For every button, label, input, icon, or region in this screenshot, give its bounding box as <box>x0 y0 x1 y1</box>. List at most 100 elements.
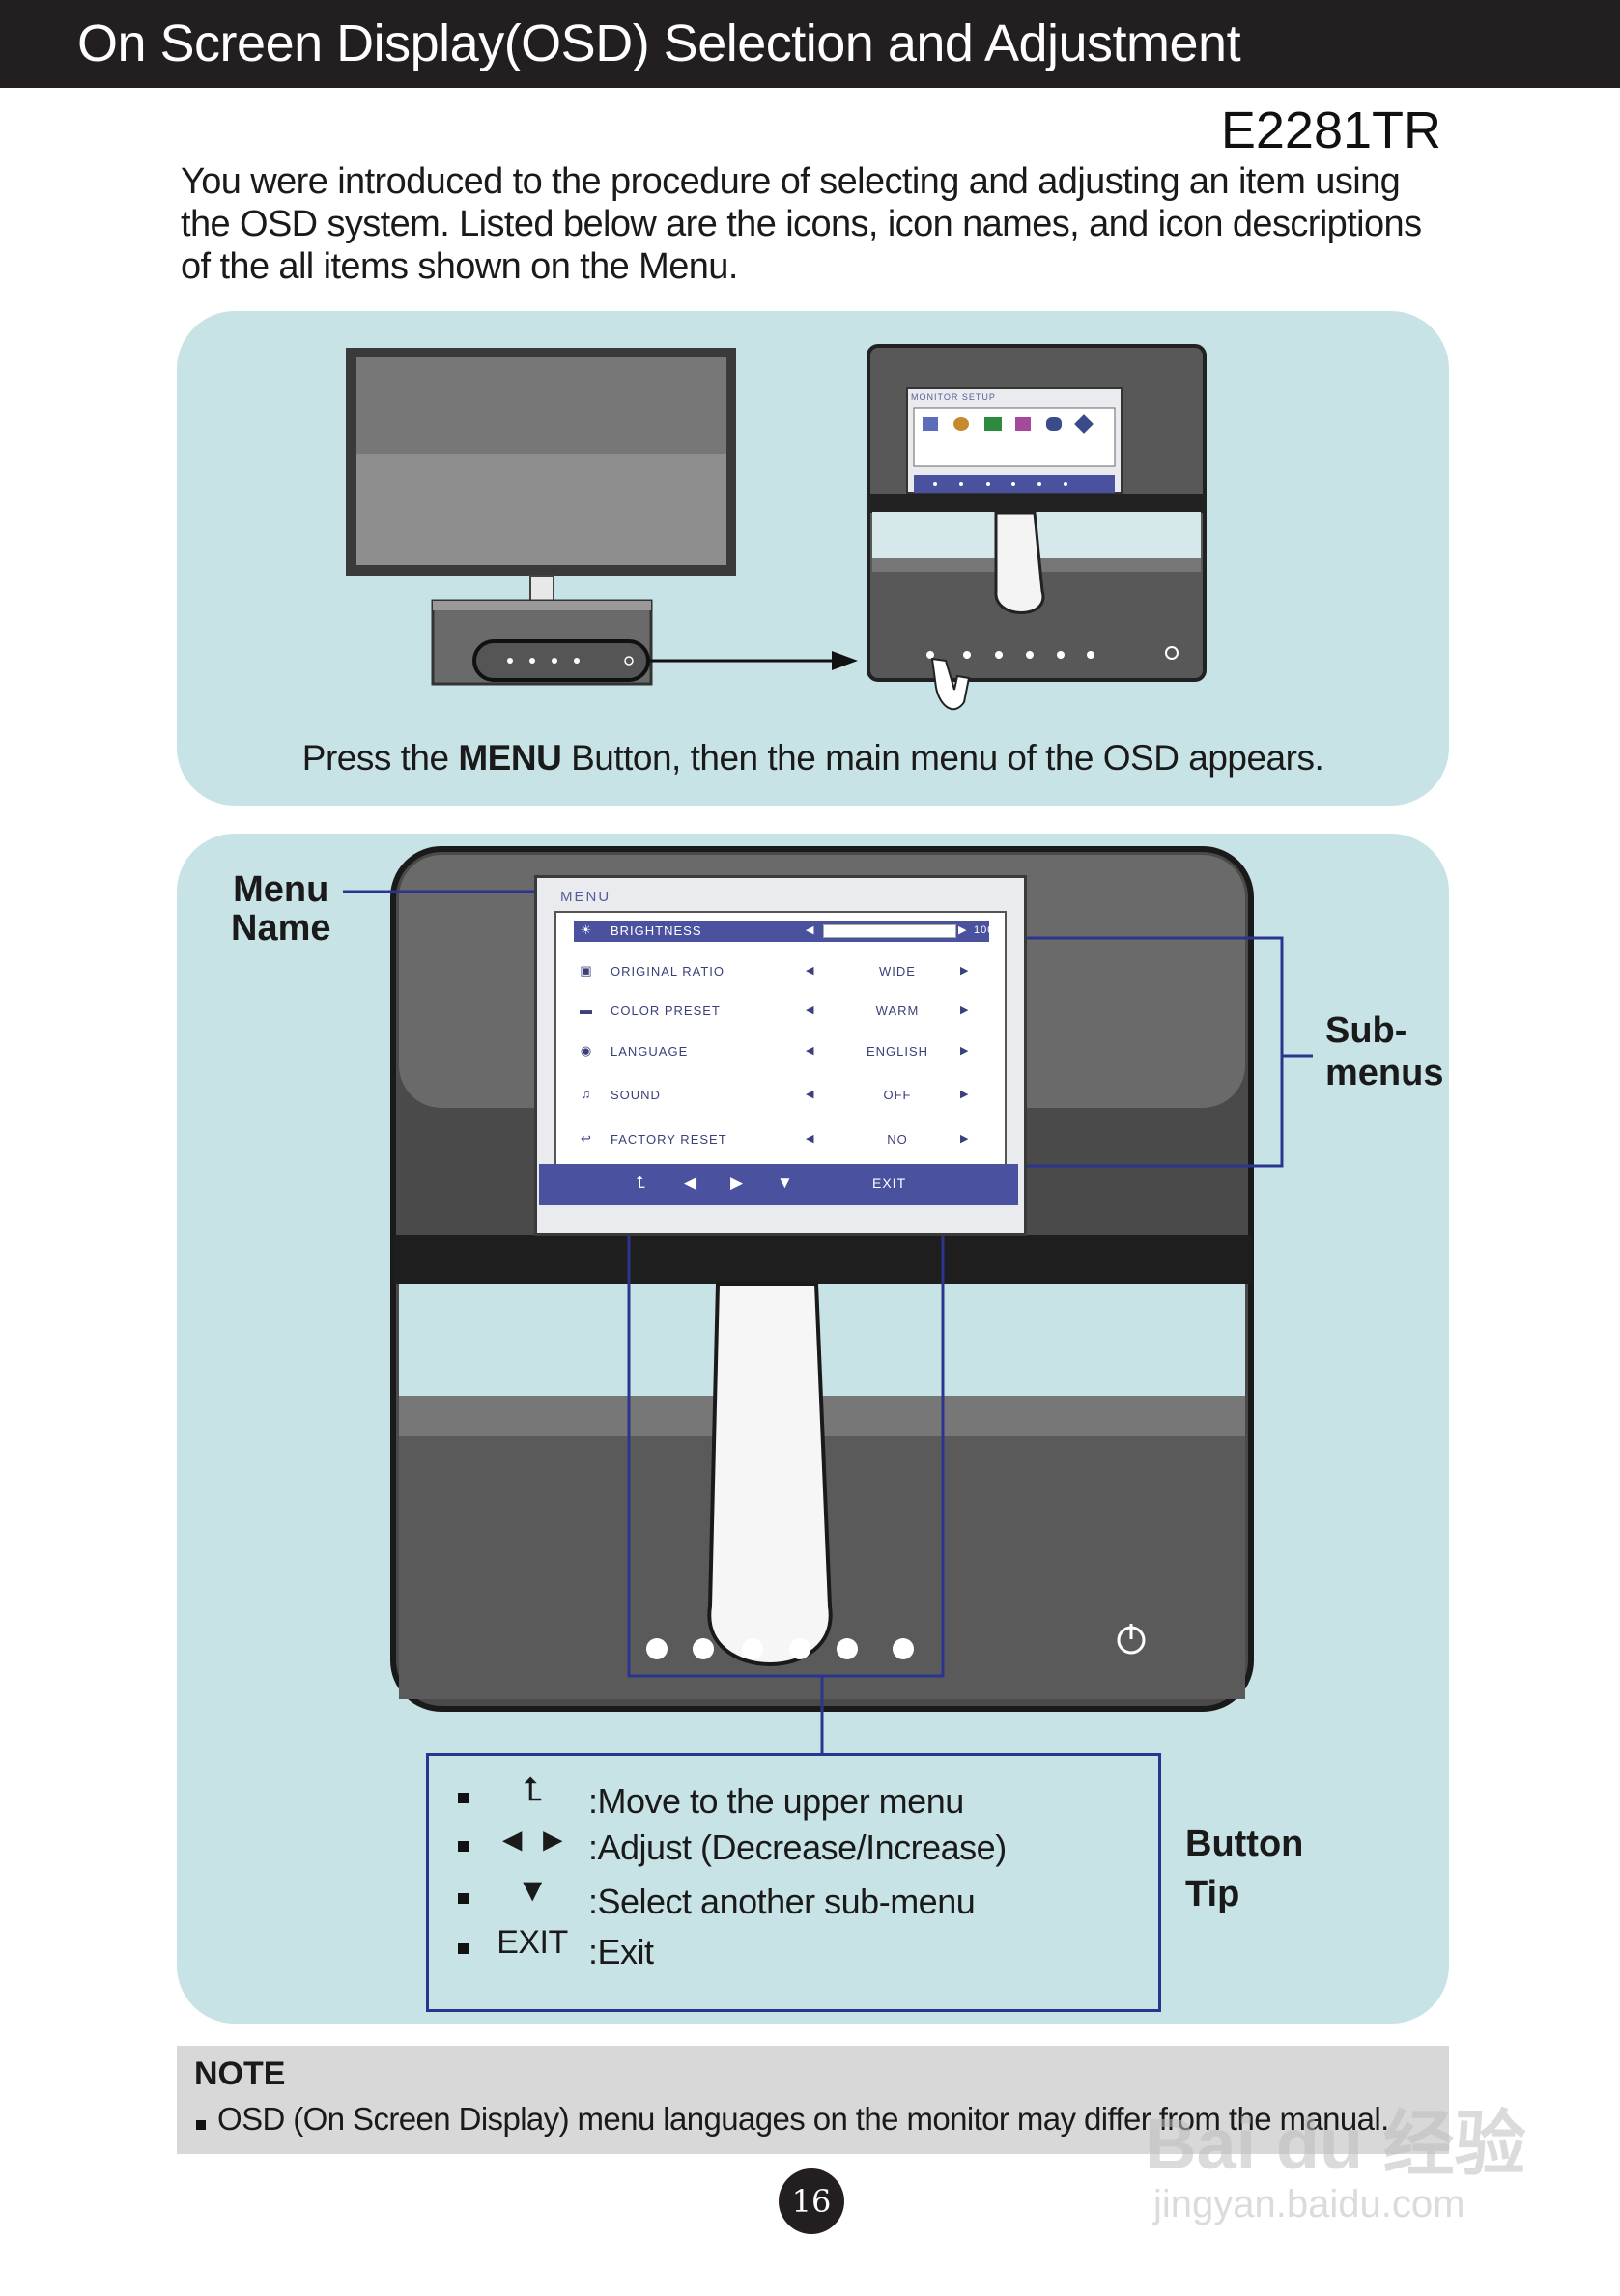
sun-icon: ☀ <box>580 922 593 937</box>
page-title: On Screen Display(OSD) Selection and Adj… <box>77 14 1241 72</box>
label-menu-name-line1: Menu <box>233 869 329 910</box>
bullet <box>458 1841 469 1852</box>
right-arrow-icon[interactable]: ▶ <box>960 1089 970 1100</box>
bullet <box>458 1893 469 1904</box>
label-sub-menus: Sub- menus <box>1325 1009 1443 1094</box>
left-arrow-icon[interactable]: ◀ <box>806 924 815 936</box>
osd-row-name: LANGUAGE <box>611 1044 689 1059</box>
osd-row-name: SOUND <box>611 1088 661 1102</box>
caption-text-post: Button, then the main menu of the OSD ap… <box>561 738 1324 778</box>
brightness-value: 100 <box>974 924 995 936</box>
upper-menu-icon[interactable]: ⮤ <box>636 1174 646 1192</box>
brightness-fill <box>824 925 955 937</box>
bullet <box>196 2120 206 2130</box>
exit-label: EXIT <box>497 1924 568 1961</box>
header-bar: On Screen Display(OSD) Selection and Adj… <box>0 0 1620 88</box>
bullet <box>458 1793 469 1803</box>
osd-menu-screen: MENU ☀ BRIGHTNESS ◀ ▶ 100 ▣ ORIGINAL RAT… <box>534 875 1027 1236</box>
note-heading: NOTE <box>194 2055 286 2092</box>
music-note-icon: ♫ <box>581 1087 592 1101</box>
osd-row-brightness[interactable]: ☀ BRIGHTNESS ◀ ▶ 100 <box>574 921 993 942</box>
osd-row-value: WARM <box>875 1004 920 1018</box>
color-icon: ▬ <box>580 1003 593 1017</box>
hand-pointer-icon <box>930 657 971 711</box>
osd-detail-panel: Menu Name Sub- menus MENU ☀ BRIGHTNESS ◀… <box>177 834 1449 2024</box>
note-box: NOTE OSD (On Screen Display) menu langua… <box>177 2046 1449 2154</box>
right-arrow-icon[interactable]: ▶ <box>958 924 968 936</box>
osd-row-value: ENGLISH <box>866 1044 929 1059</box>
caption-text-pre: Press the <box>301 738 459 778</box>
tip-desc: :Exit <box>588 1932 654 1971</box>
small-osd-title: MONITOR SETUP <box>911 392 996 402</box>
upper-menu-icon: ⮤ <box>523 1772 542 1808</box>
osd-footer-bar: ⮤ ◀ ▶ ▼ EXIT <box>539 1164 1018 1205</box>
osd-row-value: NO <box>887 1132 908 1147</box>
osd-row-name: BRIGHTNESS <box>611 923 702 938</box>
left-right-arrows-icon: ◄ ► <box>496 1822 569 1858</box>
monitor-front <box>346 348 736 686</box>
auto-icon <box>1015 417 1031 431</box>
osd-row-value: WIDE <box>879 964 916 978</box>
label-sub-menus-line2: menus <box>1325 1053 1444 1093</box>
watermark-url: jingyan.baidu.com <box>1153 2183 1465 2225</box>
menu-caption: Press the MENU Button, then the main men… <box>177 738 1449 779</box>
menu-open-panel: MONITOR SETUP Press the MENU Button, the… <box>177 311 1449 806</box>
input-icon <box>1046 417 1062 431</box>
left-arrow-icon[interactable]: ◀ <box>806 1005 815 1016</box>
left-arrow-icon[interactable]: ◀ <box>684 1174 697 1192</box>
arrow-head-icon <box>832 651 858 670</box>
right-arrow-icon[interactable]: ▶ <box>960 1133 970 1145</box>
power-icon <box>1117 1624 1146 1655</box>
right-arrow-icon[interactable]: ▶ <box>960 1005 970 1016</box>
label-menu-name: Menu Name <box>231 870 331 948</box>
osd-row-value: OFF <box>883 1088 912 1102</box>
globe-icon: ◉ <box>580 1043 593 1058</box>
monitor-illustration <box>346 344 1207 711</box>
exit-button[interactable]: EXIT <box>872 1176 907 1191</box>
right-arrow-icon[interactable]: ▶ <box>960 1045 970 1057</box>
osd-row-sound[interactable]: ♫ SOUND ◀ OFF ▶ <box>574 1085 989 1106</box>
exit-icon <box>1074 414 1094 434</box>
small-osd-icons <box>917 411 1114 464</box>
osd-row-original-ratio[interactable]: ▣ ORIGINAL RATIO ◀ WIDE ▶ <box>574 961 989 982</box>
right-arrow-icon[interactable]: ▶ <box>960 965 970 977</box>
tip-desc: :Adjust (Decrease/Increase) <box>588 1828 1007 1867</box>
osd-row-name: ORIGINAL RATIO <box>611 964 725 978</box>
down-arrow-icon[interactable]: ▼ <box>777 1174 793 1192</box>
eye-icon <box>953 417 969 431</box>
note-text: OSD (On Screen Display) menu languages o… <box>217 2101 1389 2137</box>
menu-icon <box>923 417 938 431</box>
model-number: E2281TR <box>1220 101 1441 159</box>
label-menu-name-line2: Name <box>231 908 331 949</box>
monitor-closeup <box>867 344 1207 711</box>
brightness-slider[interactable] <box>823 924 956 938</box>
osd-title: MENU <box>560 889 611 905</box>
left-arrow-icon[interactable]: ◀ <box>806 965 815 977</box>
energy-saving-icon <box>984 417 1002 431</box>
button-tip-box: ⮤ :Move to the upper menu ◄ ► :Adjust (D… <box>426 1753 1161 2012</box>
osd-row-name: FACTORY RESET <box>611 1132 727 1147</box>
return-arrow-icon: ↩ <box>581 1131 592 1146</box>
bullet <box>458 1943 469 1954</box>
osd-row-color-preset[interactable]: ▬ COLOR PRESET ◀ WARM ▶ <box>574 1001 989 1022</box>
left-arrow-icon[interactable]: ◀ <box>806 1133 815 1145</box>
down-arrow-icon: ▼ <box>516 1872 549 1909</box>
label-button-tip-line2: Tip <box>1185 1874 1240 1914</box>
tip-desc: :Move to the upper menu <box>588 1781 964 1821</box>
label-button-tip-line1: Button <box>1185 1824 1304 1864</box>
right-arrow-icon[interactable]: ▶ <box>730 1174 744 1192</box>
tip-desc: :Select another sub-menu <box>588 1882 976 1921</box>
intro-paragraph: You were introduced to the procedure of … <box>181 161 1422 287</box>
watermark-logo: Bai du 经验 <box>1145 2104 1526 2184</box>
left-arrow-icon[interactable]: ◀ <box>806 1089 815 1100</box>
label-button-tip: Button Tip <box>1185 1819 1303 1919</box>
left-arrow-icon[interactable]: ◀ <box>806 1045 815 1057</box>
page-number: 16 <box>779 2168 844 2234</box>
osd-row-name: COLOR PRESET <box>611 1004 721 1018</box>
osd-row-factory-reset[interactable]: ↩ FACTORY RESET ◀ NO ▶ <box>574 1129 989 1150</box>
osd-row-language[interactable]: ◉ LANGUAGE ◀ ENGLISH ▶ <box>574 1041 989 1063</box>
ratio-icon: ▣ <box>580 963 593 978</box>
label-sub-menus-line1: Sub- <box>1325 1010 1407 1051</box>
osd-content: ☀ BRIGHTNESS ◀ ▶ 100 ▣ ORIGINAL RATIO ◀ … <box>554 911 1007 1203</box>
caption-menu-bold: MENU <box>458 738 562 778</box>
